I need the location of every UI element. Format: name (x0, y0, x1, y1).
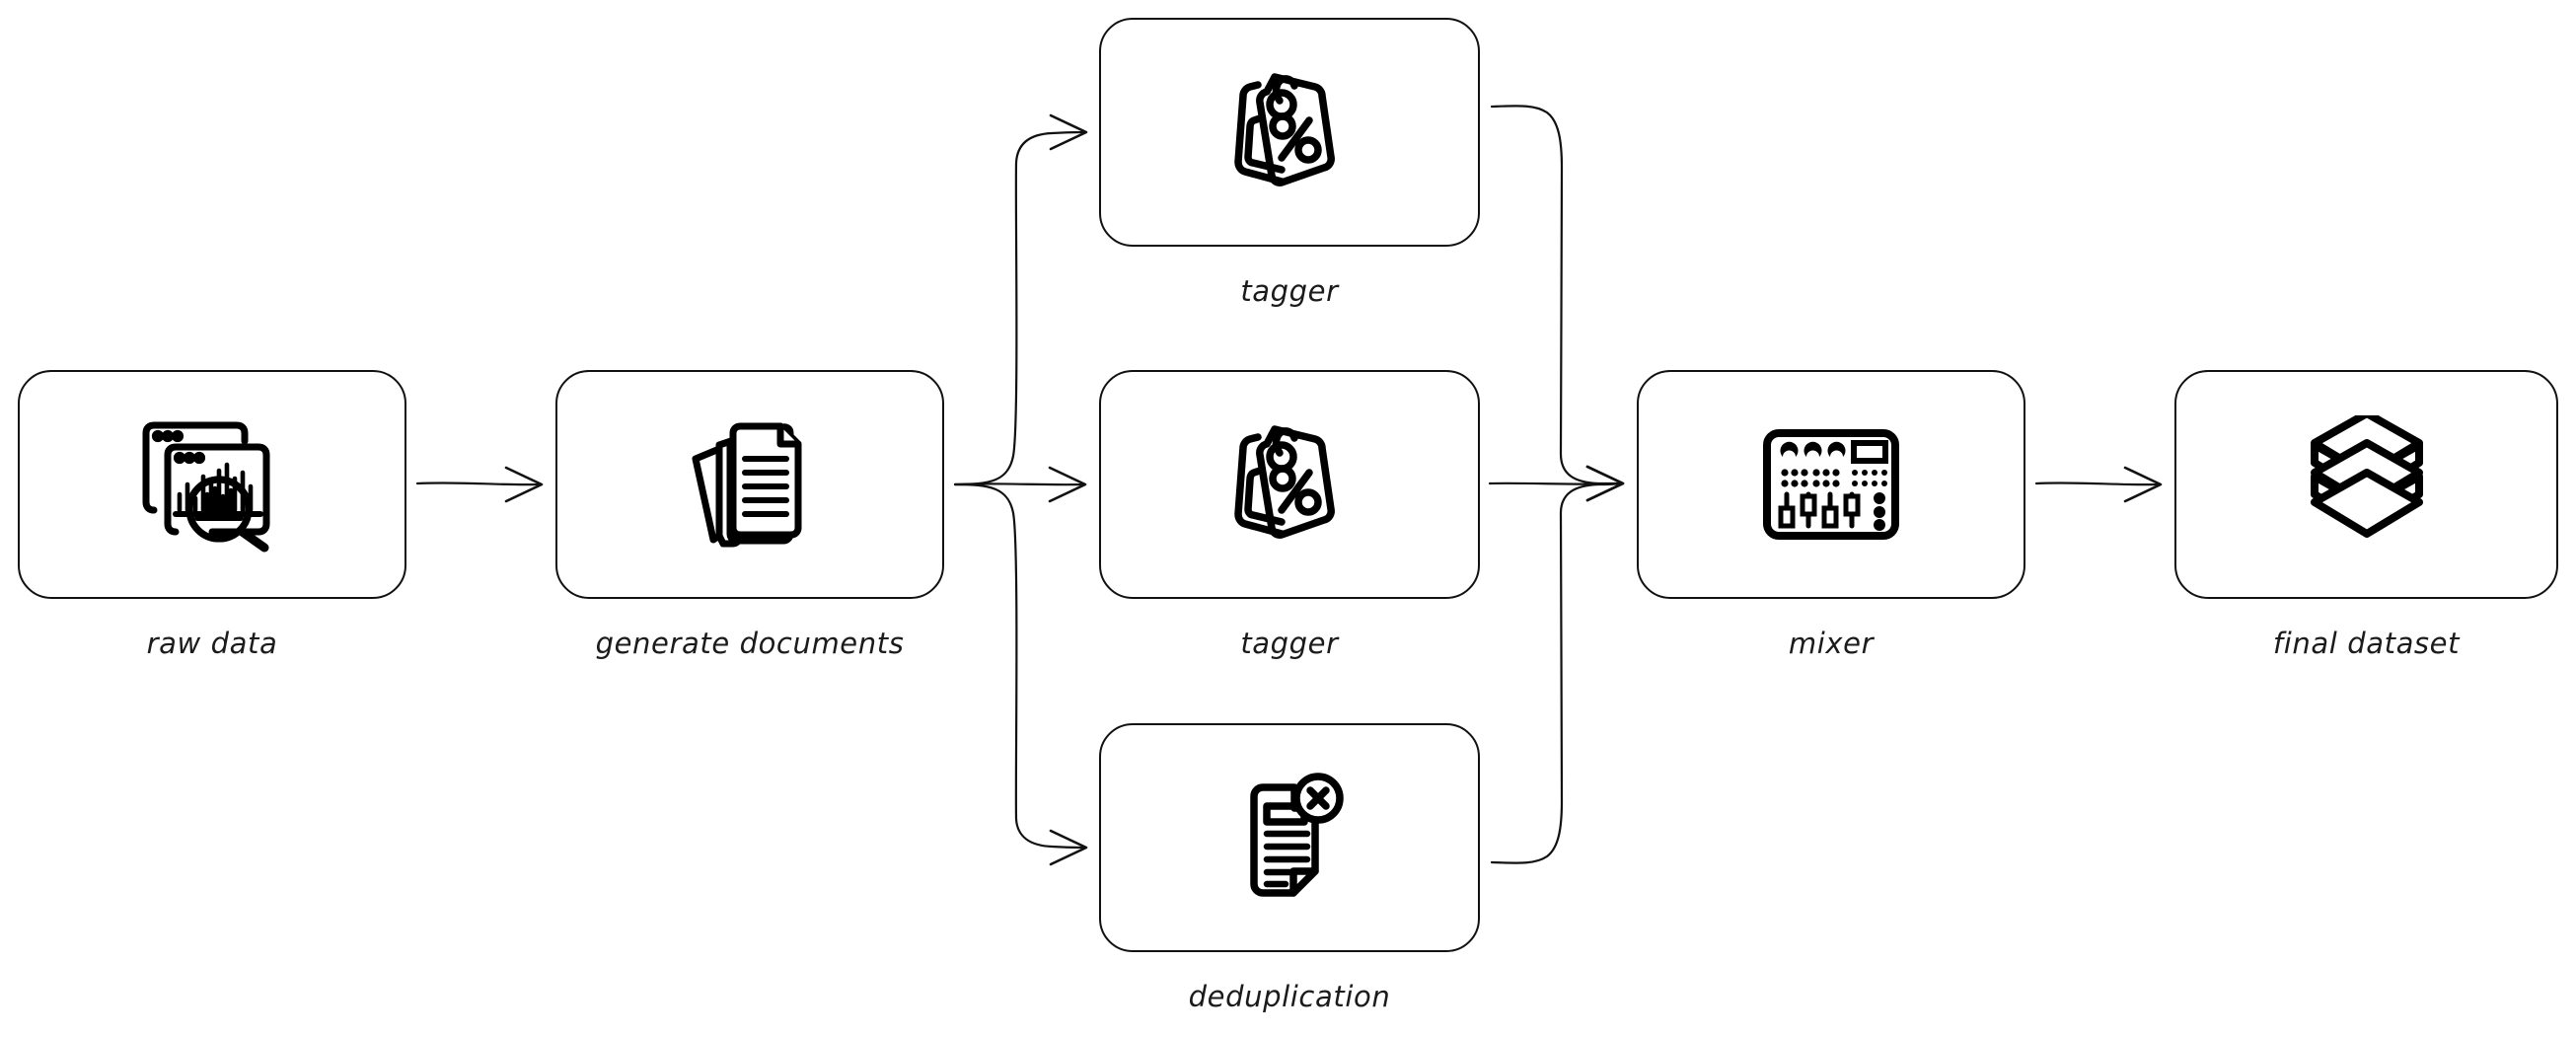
edge-tagger-top-to-mixer (1490, 105, 1625, 502)
edge-raw-to-generate (415, 466, 544, 503)
price-tags-percent-icon (1234, 73, 1335, 186)
edge-deduplication-to-mixer (1490, 465, 1625, 864)
document-remove-x-icon (1250, 773, 1344, 897)
node-label-deduplication: deduplication (1188, 980, 1391, 1013)
node-label-raw-data: raw data (146, 627, 278, 660)
node-label-mixer: mixer (1788, 627, 1875, 660)
node-label-generate-documents: generate documents (595, 627, 905, 660)
node-deduplication[interactable] (1099, 723, 1480, 952)
edge-generate-to-deduplication (953, 482, 1088, 866)
node-mixer[interactable] (1637, 370, 2025, 599)
node-tagger-top[interactable] (1099, 18, 1480, 247)
audio-mixing-console-icon (1763, 429, 1899, 540)
price-tags-percent-icon (1234, 425, 1335, 539)
node-final-dataset[interactable] (2174, 370, 2558, 599)
edge-mixer-to-final (2034, 466, 2163, 503)
edge-generate-to-tagger-top (953, 113, 1088, 486)
node-tagger-middle[interactable] (1099, 370, 1480, 599)
stacked-documents-icon (692, 422, 802, 548)
node-label-tagger-top: tagger (1240, 274, 1339, 308)
edge-tagger-middle-to-mixer (1488, 465, 1625, 502)
node-raw-data[interactable] (18, 370, 406, 599)
stacked-layers-icon (2310, 415, 2423, 538)
data-analytics-window-chart-magnifier-icon (142, 421, 270, 553)
node-label-final-dataset: final dataset (2272, 627, 2461, 660)
edge-generate-to-tagger-middle (953, 466, 1087, 503)
node-generate-documents[interactable] (555, 370, 944, 599)
node-label-tagger-middle: tagger (1240, 627, 1339, 660)
